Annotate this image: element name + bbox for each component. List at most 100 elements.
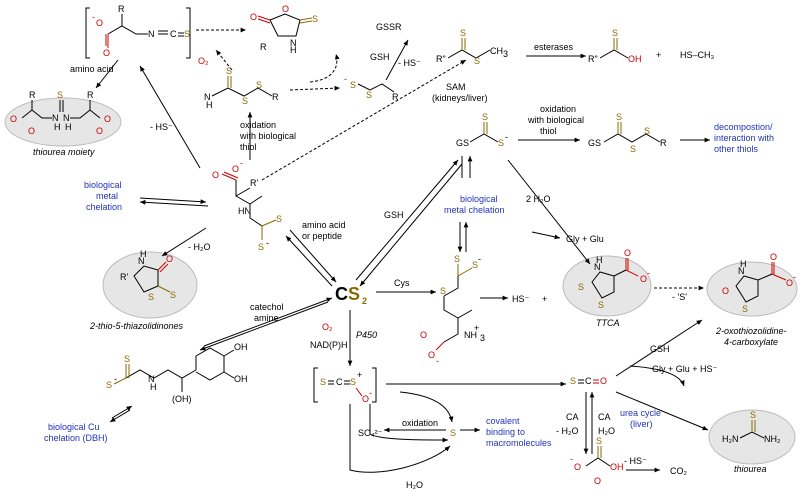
thiourea-structure: S H₂N NH₂ thiourea <box>722 410 781 474</box>
svg-text:O: O <box>722 286 729 296</box>
label-two-h2o: 2 H₂O <box>526 194 551 204</box>
svg-text:C: C <box>336 377 343 387</box>
svg-text:3: 3 <box>503 49 508 59</box>
svg-text:O: O <box>600 376 607 386</box>
svg-text:S: S <box>258 242 264 252</box>
label-oxidation-right-1: oxidation <box>540 104 576 114</box>
label-oxidation-right-2: with biological <box>527 115 584 125</box>
svg-text:N: N <box>738 266 745 276</box>
svg-text:R: R <box>660 138 667 148</box>
oxathiirane-intermediate: S C S + O - <box>313 367 377 404</box>
svg-text:S: S <box>644 126 650 136</box>
svg-text:H: H <box>150 382 157 392</box>
label-gsh-right: GSH <box>650 344 670 354</box>
label-amino-peptide-2: or peptide <box>302 231 342 241</box>
monothiocarbonate: S O - OH O <box>570 436 624 486</box>
svg-text:S: S <box>440 286 446 296</box>
svg-text:S: S <box>350 377 356 387</box>
dithiocarbamate-disulfide: S N H S S R <box>204 66 279 110</box>
thiourea-moiety-bubble <box>4 97 122 147</box>
label-oxidation-right-3: thiol <box>540 126 557 136</box>
label-h2o-bottom: H₂O <box>406 480 423 490</box>
svg-text:R": R" <box>436 54 446 64</box>
svg-text:S: S <box>750 410 756 420</box>
label-bio-metal-2: metal <box>96 191 118 201</box>
label-amino-acid: amino acid <box>70 64 114 74</box>
label-co2: CO₂ <box>670 466 688 476</box>
label-sam-2: (kidneys/liver) <box>432 93 488 103</box>
ttca-label: TTCA <box>596 318 620 328</box>
svg-text:S: S <box>570 376 576 386</box>
svg-text:OH: OH <box>610 462 624 472</box>
label-gsh-top: GSH <box>370 52 390 62</box>
svg-text:+: + <box>474 323 479 333</box>
label-catechol-2: amine <box>254 313 279 323</box>
svg-text:O: O <box>232 164 239 174</box>
svg-text:R: R <box>87 90 94 100</box>
svg-text:S: S <box>742 304 748 314</box>
label-minus-h2o-left: - H₂O <box>188 242 211 252</box>
svg-text:R': R' <box>120 272 128 282</box>
svg-text:S: S <box>226 66 232 76</box>
svg-text:N: N <box>290 38 297 48</box>
label-plus-top: + <box>656 50 661 60</box>
svg-text:S: S <box>106 380 112 390</box>
label-minus-hs-left: - HS⁻ <box>150 122 173 132</box>
label-covalent-2: binding to <box>486 427 525 437</box>
svg-text:O: O <box>96 126 103 136</box>
svg-text:-: - <box>114 374 117 384</box>
svg-text:O: O <box>212 170 219 180</box>
svg-text:C: C <box>170 29 177 39</box>
svg-text:R: R <box>260 42 267 52</box>
thioacid-structure: S R" OH <box>588 28 642 64</box>
svg-text:OH: OH <box>628 54 642 64</box>
label-amino-peptide-1: amino acid <box>302 220 346 230</box>
thiourea-moiety-structure: R R S N N H H O O O O thiourea moiety <box>10 90 111 157</box>
svg-text:O: O <box>770 252 777 262</box>
svg-text:S: S <box>596 436 602 446</box>
label-bio-metal-3: chelation <box>86 202 122 212</box>
svg-text:R: R <box>392 92 399 102</box>
svg-text:O: O <box>594 476 601 486</box>
label-ca-right: CA <box>598 412 611 422</box>
svg-text:HN: HN <box>238 206 251 216</box>
label-gssr: GSSR <box>376 22 402 32</box>
svg-text:H: H <box>206 100 213 110</box>
oh-2: OH <box>234 374 248 384</box>
svg-text:R: R <box>272 92 279 102</box>
svg-text:R": R" <box>588 54 598 64</box>
svg-text:H: H <box>65 122 72 132</box>
svg-text:S: S <box>474 56 480 66</box>
svg-text:N: N <box>52 113 59 123</box>
carbonyl-sulfide: S C O <box>570 376 607 386</box>
label-minus-s: - 'S' <box>672 292 687 302</box>
svg-text:O: O <box>420 330 427 340</box>
label-bio-metal-1: biological <box>84 180 122 190</box>
svg-text:C: C <box>585 376 592 386</box>
svg-text:-: - <box>570 454 573 464</box>
svg-text:S: S <box>256 80 262 90</box>
label-catechol-1: catechol <box>250 302 284 312</box>
svg-text:S: S <box>124 354 130 364</box>
svg-text:-: - <box>436 356 439 366</box>
svg-text:-: - <box>92 12 95 22</box>
label-hs-ch3: HS–CH₃ <box>680 50 715 60</box>
oxazolidine-structure: O O S N H R <box>250 4 318 55</box>
label-gly-glu-hs: Gly + Glu + HS⁻ <box>652 364 718 374</box>
label-o2-top: O₂ <box>198 56 209 66</box>
oh-1: OH <box>234 342 248 352</box>
label-s-atom: S <box>450 428 456 438</box>
methyl-dithioester: S R" S CH 3 <box>436 28 508 66</box>
svg-text:H: H <box>54 122 61 132</box>
label-plus-mid: + <box>542 294 547 304</box>
svg-text:S: S <box>630 144 636 154</box>
persulfide-structure: S S R - <box>344 74 399 102</box>
ttca-bubble <box>562 255 652 317</box>
svg-text:S: S <box>242 96 248 106</box>
svg-text:H: H <box>596 255 603 265</box>
label-urea-1: urea cycle <box>620 408 661 418</box>
svg-text:O: O <box>96 18 103 28</box>
svg-text:3: 3 <box>480 333 485 343</box>
label-bio-metal-mid-1: biological <box>460 194 498 204</box>
svg-text:-: - <box>647 268 650 278</box>
